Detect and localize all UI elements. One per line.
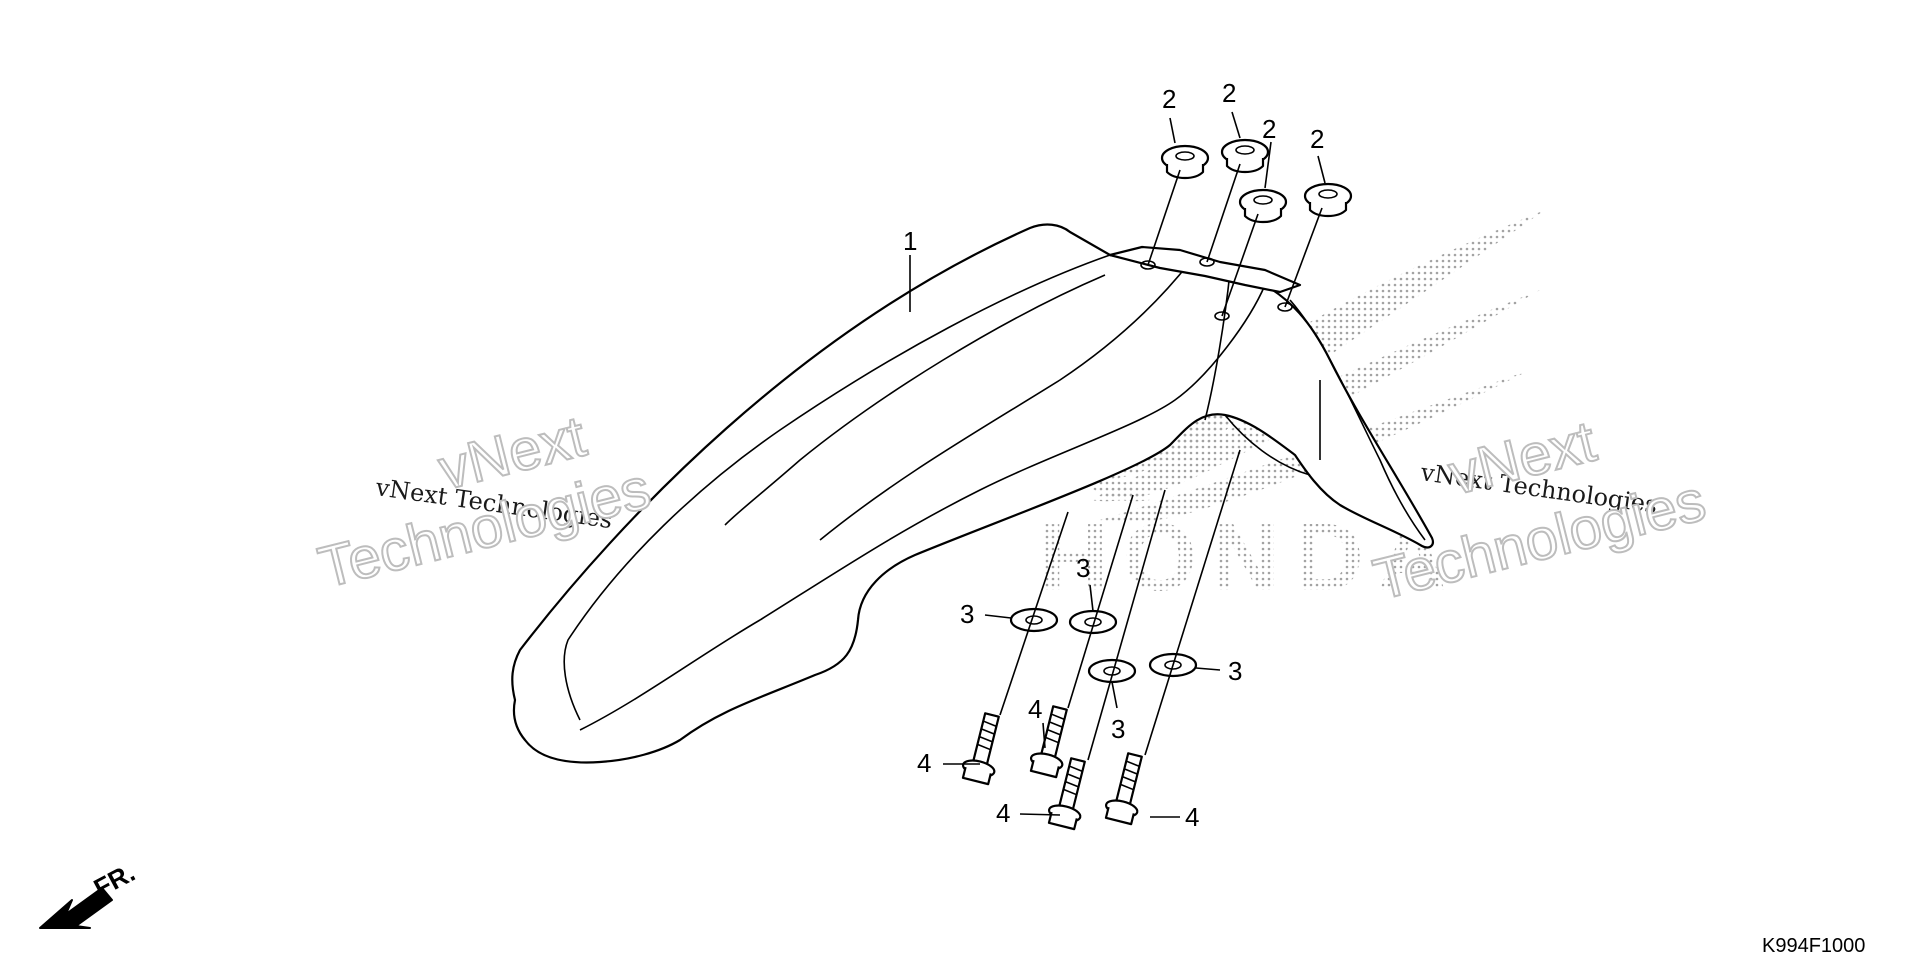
callout-washer: 3 bbox=[1111, 714, 1125, 744]
callout-fender: 1 bbox=[903, 226, 917, 256]
callout-washer: 3 bbox=[1076, 553, 1090, 583]
callout-bolt: 4 bbox=[1185, 802, 1199, 832]
callouts: 1 2 2 2 2 3 3 3 3 4 4 4 4 bbox=[903, 78, 1324, 832]
grommet bbox=[1220, 138, 1270, 174]
grommet bbox=[1160, 144, 1210, 180]
bolt bbox=[1029, 705, 1068, 779]
front-direction-indicator: FR. bbox=[39, 857, 140, 929]
diagram-code: K994F1000 bbox=[1762, 935, 1865, 957]
callout-bolt: 4 bbox=[917, 748, 931, 778]
front-fender bbox=[511, 223, 1434, 764]
callout-washer: 3 bbox=[1228, 656, 1242, 686]
leader-lines bbox=[909, 111, 1326, 818]
grommet bbox=[1303, 182, 1353, 218]
callout-bolt: 4 bbox=[1028, 694, 1042, 724]
callout-bolt: 4 bbox=[996, 798, 1010, 828]
callout-grommet: 2 bbox=[1262, 114, 1276, 144]
front-arrow-icon bbox=[39, 887, 113, 929]
washers bbox=[1009, 607, 1198, 684]
callout-grommet: 2 bbox=[1222, 78, 1236, 108]
grommets bbox=[1160, 138, 1353, 224]
washer bbox=[1087, 658, 1137, 684]
grommet bbox=[1238, 188, 1288, 224]
callout-grommet: 2 bbox=[1162, 84, 1176, 114]
bolt bbox=[1047, 757, 1086, 831]
bolt bbox=[961, 712, 1000, 786]
bolt bbox=[1104, 752, 1143, 826]
washer bbox=[1009, 607, 1059, 633]
washer bbox=[1068, 609, 1118, 635]
bolts bbox=[961, 705, 1143, 831]
callout-washer: 3 bbox=[960, 599, 974, 629]
callout-grommet: 2 bbox=[1310, 124, 1324, 154]
